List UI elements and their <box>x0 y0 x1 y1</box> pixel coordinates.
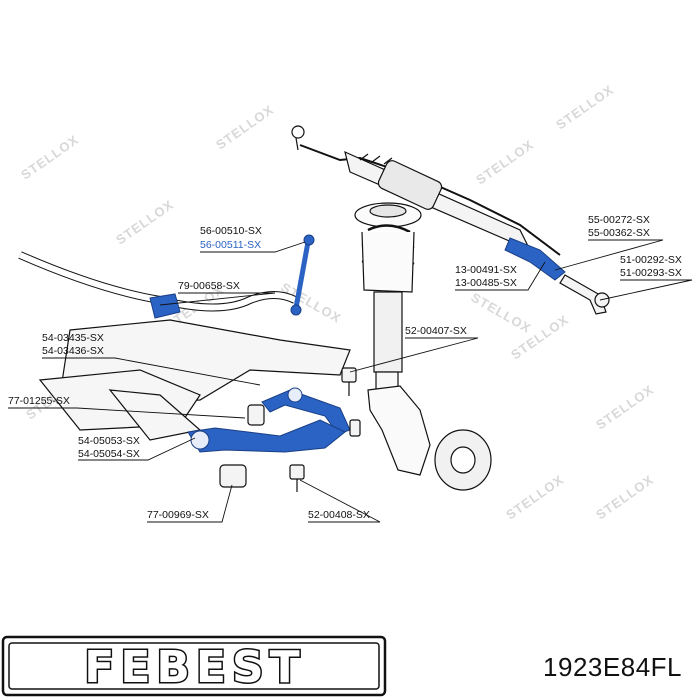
watermark: STELLOX <box>553 82 616 133</box>
watermark: STELLOX <box>113 197 176 248</box>
part-label: 55-00272-SX <box>588 214 650 226</box>
part-label: 56-00511-SX <box>200 239 261 251</box>
part-label: 51-00292-SX <box>620 254 682 266</box>
callout-13-00491: 13-00491-SX 13-00485-SX <box>455 264 517 289</box>
callout-52-00408: 52-00408-SX <box>308 509 370 521</box>
febest-logo: FEBEST <box>1 635 387 697</box>
watermark: STELLOX <box>593 382 656 433</box>
part-label: 52-00408-SX <box>308 509 370 521</box>
part-label: 51-00293-SX <box>620 267 682 279</box>
rack-boot <box>504 237 566 281</box>
part-label: 77-00969-SX <box>147 509 209 521</box>
watermark: STELLOX <box>503 472 566 523</box>
knuckle-hub <box>367 385 492 491</box>
watermark: STELLOX <box>473 137 536 188</box>
callout-52-00407: 52-00407-SX <box>405 325 467 337</box>
part-label: 54-03435-SX <box>42 332 104 344</box>
callout-51-00292: 51-00292-SX 51-00293-SX <box>620 254 682 279</box>
part-number: 1923E84FL <box>543 652 682 682</box>
part-label: 54-05054-SX <box>78 448 140 460</box>
steering-rack <box>291 125 561 256</box>
watermark: STELLOX <box>213 102 276 153</box>
part-label: 52-00407-SX <box>405 325 467 337</box>
callout-54-03435: 54-03435-SX 54-03436-SX <box>42 332 104 357</box>
part-label: 13-00485-SX <box>455 277 517 289</box>
stabilizer-link <box>290 234 315 316</box>
part-label: 13-00491-SX <box>455 264 517 276</box>
callout-55-00272: 55-00272-SX 55-00362-SX <box>588 214 650 239</box>
watermark: STELLOX <box>18 132 81 183</box>
part-label: 55-00362-SX <box>588 227 650 239</box>
callout-79-00658: 79-00658-SX <box>178 280 240 292</box>
callout-77-01255: 77-01255-SX <box>8 395 70 407</box>
part-label: 54-05053-SX <box>78 435 140 447</box>
callout-77-00969: 77-00969-SX <box>147 509 209 521</box>
bushing <box>219 404 265 488</box>
part-label: 56-00510-SX <box>200 225 262 237</box>
callout-56-00510: 56-00510-SX 56-00511-SX <box>200 225 262 251</box>
watermark: STELLOX <box>593 472 656 523</box>
part-label: 77-01255-SX <box>8 395 70 407</box>
watermark: STELLOX <box>279 280 344 326</box>
subframe <box>38 319 351 441</box>
sway-bar-bushing <box>149 293 181 319</box>
lower-control-arm <box>187 419 346 453</box>
part-label: 54-03436-SX <box>42 345 104 357</box>
part-label: 79-00658-SX <box>178 280 240 292</box>
watermark: STELLOX <box>469 290 534 336</box>
strut-assembly <box>354 202 422 393</box>
callout-54-05053: 54-05053-SX 54-05054-SX <box>78 435 140 460</box>
tie-rod-end <box>559 274 610 315</box>
brand-wordmark: FEBEST <box>84 642 305 693</box>
leader-lines <box>8 239 693 523</box>
sway-bar <box>18 251 297 312</box>
